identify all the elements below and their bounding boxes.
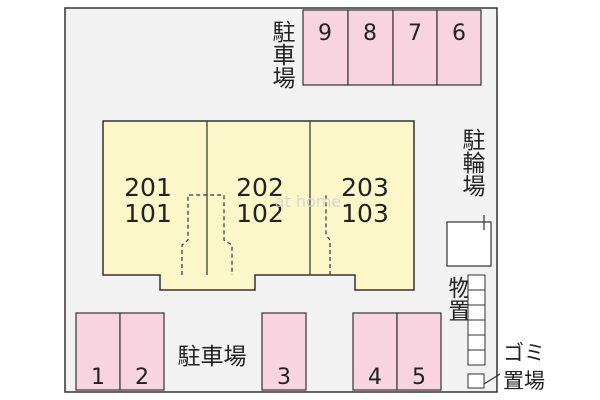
unit-202-label: 202 [236,173,284,202]
garbage-label-line1: ゴミ [503,341,545,365]
unit-102-label: 102 [236,199,284,228]
storage: 物置 [444,274,486,366]
parking-space-6 [436,9,482,86]
parking-number-1: 1 [91,365,105,390]
garbage-area: ゴミ 置場 [467,341,545,393]
parking-number-4: 4 [368,365,382,390]
parking-number-6: 6 [452,21,466,46]
storage-shed-5 [467,334,486,351]
apartment-building: 201 101 202 102 203 103 at home [102,120,415,291]
parking-space-9 [302,9,349,86]
stair-outline-2 [325,195,331,275]
parking-number-3: 3 [277,365,291,390]
parking-number-5: 5 [412,365,426,390]
parking-number-7: 7 [408,21,422,46]
storage-label: 物置 [444,276,472,322]
building-outline [102,120,415,291]
garbage-label-line2: 置場 [503,369,545,393]
parking-space-3 [261,312,307,391]
unit-101-label: 101 [124,199,172,228]
unit-103-label: 103 [341,199,389,228]
parking-space-1 [75,312,121,391]
bicycle-parking: 駐輪場 [446,128,492,267]
parking-space-8 [347,9,394,86]
bicycle-parking-area [446,221,492,267]
unit-201-label: 201 [124,173,172,202]
garbage-pointer [483,373,501,385]
storage-shed-3 [467,304,486,321]
parking-space-2 [119,312,165,391]
storage-shed-4 [467,319,486,336]
stair-outline-1 [181,194,233,275]
storage-shed-6 [467,349,486,366]
top-parking: 9 8 7 6 駐車場 [268,9,482,89]
parking-number-2: 2 [135,365,149,390]
top-parking-label: 駐車場 [268,20,296,89]
parking-space-4 [352,312,398,391]
garbage-box [467,373,485,389]
bottom-parking: 1 2 3 4 5 駐車場 [75,312,442,391]
bicycle-parking-label: 駐輪場 [458,128,486,197]
bottom-parking-label: 駐車場 [178,344,247,370]
storage-shed-2 [467,289,486,306]
parking-number-8: 8 [363,21,377,46]
watermark: at home [275,192,342,211]
parking-number-9: 9 [318,21,332,46]
storage-shed-1 [467,274,486,291]
unit-203-label: 203 [341,173,389,202]
parking-space-5 [396,312,442,391]
